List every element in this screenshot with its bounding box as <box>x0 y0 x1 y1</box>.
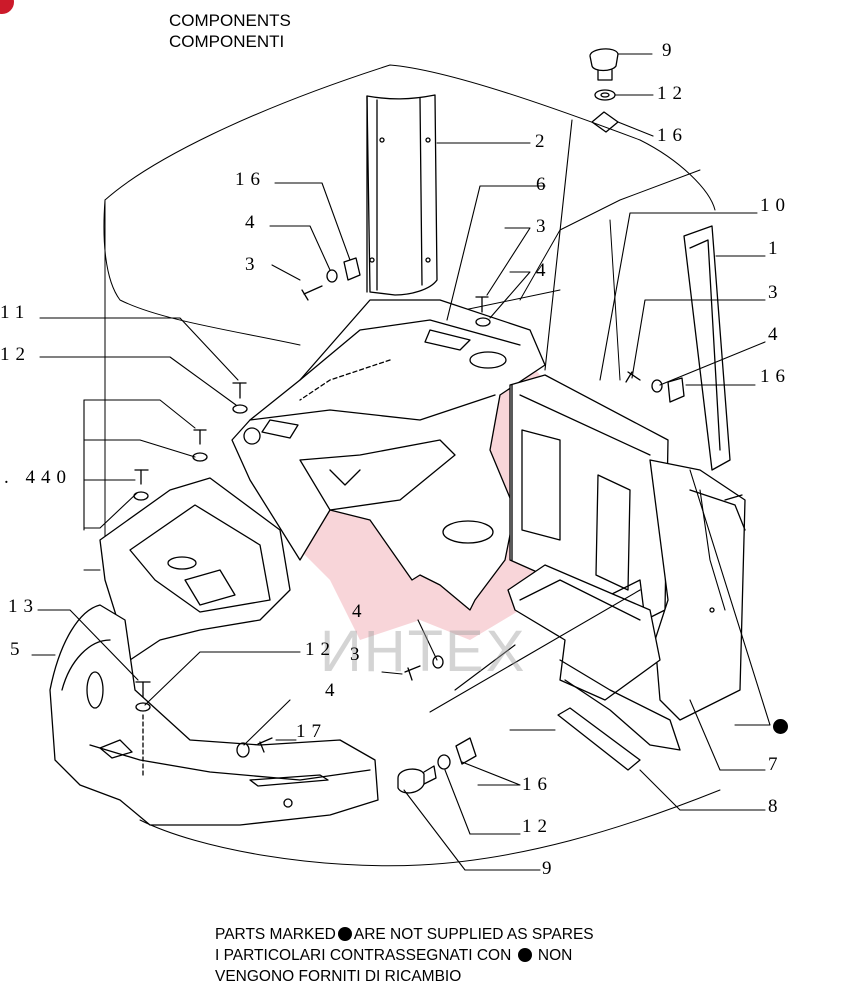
callout-1: 1 <box>768 238 784 259</box>
callout-12-bottom: 12 <box>522 816 553 837</box>
callout-4-low: 4 <box>352 601 368 622</box>
callout-4-bottom: 4 <box>325 680 341 701</box>
footer-line2-start: I PARTICOLARI CONTRASSEGNATI CON <box>215 947 512 964</box>
callout-16-top: 16 <box>657 125 688 146</box>
callout-3-low: 3 <box>350 644 366 665</box>
callout-5: 5 <box>10 639 26 660</box>
watermark-text: ИНТЕХ <box>320 619 527 684</box>
callout-9-bottom: 9 <box>542 858 558 879</box>
callout-4-left: 4 <box>245 212 261 233</box>
callout-4-mid: 4 <box>536 260 552 281</box>
dot-marker-icon <box>337 927 352 941</box>
part-2-pillar <box>366 94 438 296</box>
callout-2: 2 <box>535 131 551 152</box>
callout-3-mid: 3 <box>536 216 552 237</box>
footer-line2-end: NON <box>537 947 573 964</box>
footer-note-en: PARTS MARKED ARE NOT SUPPLIED AS SPARES <box>215 925 594 945</box>
footer-note-it-2: VENGONO FORNITI DI RICAMBIO <box>215 968 462 985</box>
callout-9-top: 9 <box>662 40 678 61</box>
part-7-lower-panel <box>649 459 746 721</box>
footer-line1-start: PARTS MARKED <box>215 926 336 943</box>
fasteners <box>133 48 685 794</box>
not-supplied-marker <box>773 719 788 734</box>
callout-3-left: 3 <box>245 254 261 275</box>
callout-16-bottom: 16 <box>522 774 553 795</box>
leader-lines <box>31 53 771 871</box>
part-5-bumper <box>49 604 379 826</box>
callout-8: 8 <box>768 796 784 817</box>
callout-12-mid: 12 <box>305 639 336 660</box>
part-6-side-panel <box>231 299 546 611</box>
callout-12-left: 12 <box>0 344 31 365</box>
callout-11: 11 <box>0 302 31 323</box>
dot-marker-icon <box>517 948 532 962</box>
callout-12-top: 12 <box>657 83 688 104</box>
callout-3-right: 3 <box>768 282 784 303</box>
callout-13: 13 <box>8 596 39 617</box>
diagram-title-en: COMPONENTS <box>169 11 291 30</box>
left-tray <box>99 477 291 661</box>
callout-17: 17 <box>296 721 327 742</box>
footer-note-it: I PARTICOLARI CONTRASSEGNATI CON NON <box>215 946 572 966</box>
diagram-title-it: COMPONENTI <box>169 32 285 51</box>
part-1-strip <box>683 225 731 471</box>
callout-6: 6 <box>536 174 552 195</box>
footer-line1-end: ARE NOT SUPPLIED AS SPARES <box>353 926 594 943</box>
callout-4-right: 4 <box>768 324 784 345</box>
callout-440: . 440 <box>4 467 72 488</box>
center-tray <box>507 564 681 751</box>
callout-10: 10 <box>760 195 791 216</box>
callout-16-left: 16 <box>235 169 266 190</box>
callout-16-right: 16 <box>760 366 791 387</box>
callout-7: 7 <box>768 754 784 775</box>
part-8-plate <box>557 707 641 771</box>
